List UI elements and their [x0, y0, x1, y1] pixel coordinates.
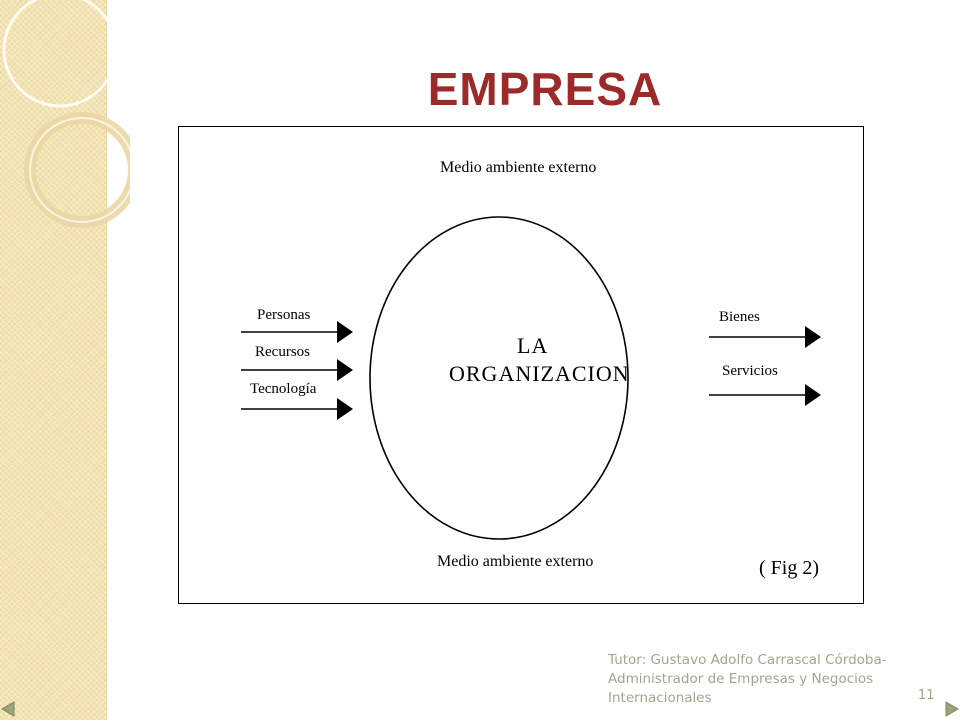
decorative-circles — [2, 0, 130, 228]
triangle-right-icon[interactable] — [944, 701, 960, 722]
output-label-bienes: Bienes — [719, 309, 760, 325]
input-label-recursos: Recursos — [255, 344, 310, 360]
triangle-left-icon[interactable] — [0, 701, 16, 722]
footer-credit: Tutor: Gustavo Adolfo Carrascal Córdoba-… — [608, 652, 887, 706]
organization-label-line2: ORGANIZACION — [449, 361, 630, 386]
input-label-tecnologia: Tecnología — [250, 381, 317, 397]
input-label-personas: Personas — [257, 307, 311, 323]
output-arrow-servicios — [709, 384, 821, 406]
organization-label-line1: LA — [517, 333, 549, 358]
organization-circle — [369, 216, 629, 540]
output-arrow-bienes — [709, 326, 821, 348]
input-arrow-personas — [241, 321, 353, 343]
output-label-servicios: Servicios — [722, 363, 778, 379]
diagram-graphics — [241, 216, 821, 540]
input-arrow-tecnologia — [241, 398, 353, 420]
slide-title: EMPRESA — [427, 63, 663, 115]
environment-label-bottom: Medio ambiente externo — [437, 553, 594, 570]
diagram-frame: Medio ambiente externo LA ORGANIZACION P… — [178, 126, 864, 604]
input-arrow-recursos — [241, 359, 353, 381]
figure-label: ( Fig 2) — [759, 557, 819, 579]
page-number: 11 — [918, 688, 935, 703]
environment-label-top: Medio ambiente externo — [440, 159, 597, 176]
